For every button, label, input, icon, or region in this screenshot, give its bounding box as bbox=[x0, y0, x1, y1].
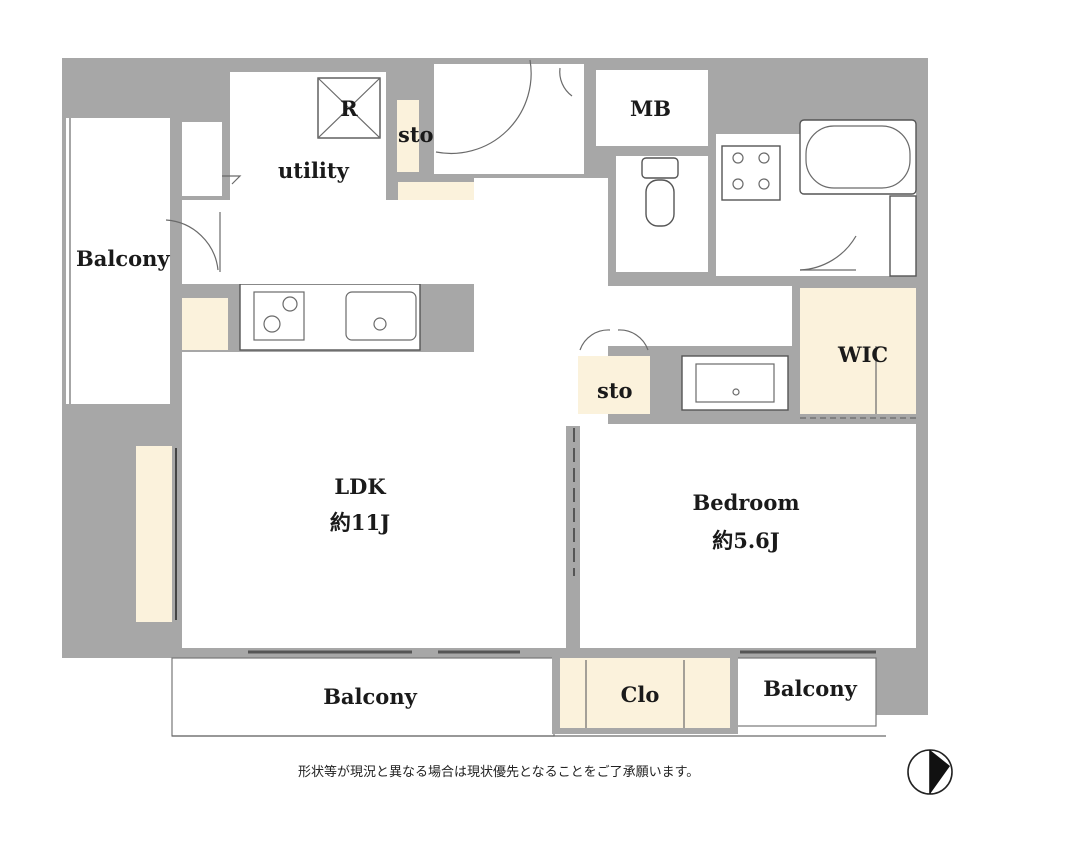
bedroom-name-label: Bedroom bbox=[692, 490, 799, 515]
hall-cream-strip bbox=[398, 182, 474, 204]
wic-label: WIC bbox=[837, 342, 888, 367]
utility-closet bbox=[182, 122, 222, 196]
sto-lower-area bbox=[578, 356, 650, 414]
west-window-strip bbox=[136, 446, 172, 622]
toilet-icon bbox=[641, 157, 679, 227]
washing-machine-pan-icon bbox=[721, 145, 781, 201]
bedroom-size-label: 約5.6J bbox=[712, 528, 780, 553]
sto-upper-area bbox=[397, 100, 419, 172]
clo-label: Clo bbox=[621, 682, 660, 707]
clo-area bbox=[560, 658, 730, 728]
sink-icon bbox=[345, 291, 417, 341]
balcony-west-label: Balcony bbox=[76, 246, 170, 271]
balcony-south-bedroom-area bbox=[735, 657, 877, 727]
pantry-cream bbox=[182, 298, 228, 350]
refrigerator-label: R bbox=[340, 96, 358, 121]
balcony-south-bedroom-label: Balcony bbox=[763, 676, 857, 701]
bathtub-icon bbox=[799, 119, 917, 195]
wic-area bbox=[800, 288, 916, 414]
ldk-area bbox=[182, 352, 566, 648]
ldk-name-label: LDK bbox=[334, 474, 386, 499]
balcony-south-ldk-label: Balcony bbox=[323, 684, 417, 709]
washbasin-icon bbox=[681, 355, 789, 411]
stove-icon bbox=[253, 291, 305, 341]
balcony-west-area bbox=[66, 118, 170, 404]
ldk-size-label: 約11J bbox=[330, 510, 390, 535]
mb-label: MB bbox=[630, 96, 671, 121]
utility-label: utility bbox=[278, 158, 350, 183]
north-arrow-icon bbox=[907, 749, 953, 795]
ldk-upper-area bbox=[182, 200, 474, 284]
bedroom-area bbox=[580, 424, 916, 648]
footer-note: 形状等が現況と異なる場合は現状優先となることをご了承願います。 bbox=[298, 765, 700, 780]
kitchen-counter bbox=[239, 283, 421, 351]
sto-lower-label: sto bbox=[597, 378, 633, 403]
mb-area bbox=[596, 70, 708, 146]
sto-upper-label: sto bbox=[398, 122, 434, 147]
bath-shelf bbox=[889, 195, 917, 277]
entrance-area bbox=[434, 64, 584, 174]
wash-corridor bbox=[578, 286, 792, 346]
